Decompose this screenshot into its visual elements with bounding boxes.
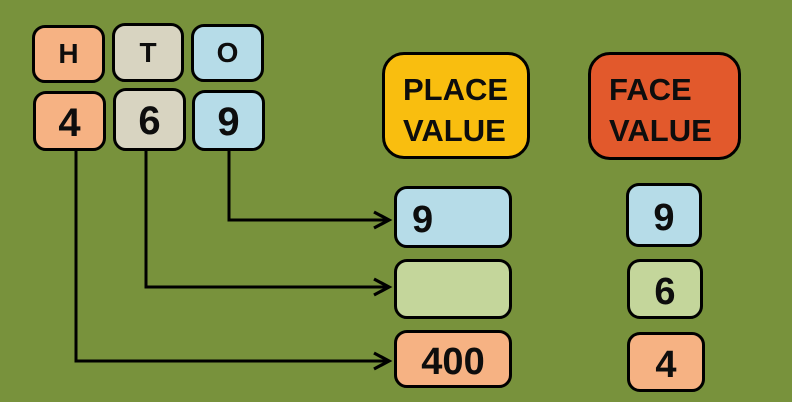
arrowhead-digit-4 <box>373 351 393 371</box>
arrow-from-digit-9 <box>227 150 386 222</box>
place-value-header-line2: VALUE <box>403 113 506 148</box>
digit-box-h-label: H <box>58 38 79 69</box>
place-value-box-400-value: 400 <box>421 340 485 383</box>
digit-box-9-label: 9 <box>217 100 240 144</box>
place-value-box-blank <box>394 259 512 319</box>
digit-box-o: O <box>191 24 264 82</box>
face-value-header: FACE VALUE <box>588 52 741 160</box>
digit-box-o-label: O <box>216 37 239 68</box>
face-value-box-9-value: 9 <box>653 196 675 239</box>
arrowhead-digit-9 <box>373 210 393 230</box>
arrow-from-digit-6 <box>144 150 386 289</box>
arrow-from-digit-4 <box>74 148 386 363</box>
face-value-header-line1: FACE <box>609 72 692 107</box>
place-value-box-400: 400 <box>394 330 512 388</box>
place-value-header-line1: PLACE <box>403 72 509 107</box>
place-value-header: PLACE VALUE <box>382 52 530 159</box>
digit-box-t-label: T <box>139 36 157 68</box>
face-value-box-6: 6 <box>627 259 703 319</box>
digit-box-4: 4 <box>33 91 106 151</box>
digit-box-6-label: 6 <box>138 99 161 143</box>
place-value-box-9: 9 <box>394 186 512 248</box>
face-value-box-9: 9 <box>626 183 702 247</box>
digit-box-9: 9 <box>192 90 265 151</box>
face-value-box-4: 4 <box>627 332 705 392</box>
face-value-header-line2: VALUE <box>609 113 712 148</box>
face-value-box-4-value: 4 <box>655 343 677 386</box>
digit-box-t: T <box>112 23 184 82</box>
place-value-box-9-value: 9 <box>412 198 434 241</box>
arrowhead-digit-6 <box>373 277 393 297</box>
face-value-box-6-value: 6 <box>654 270 676 313</box>
digit-box-4-label: 4 <box>58 100 81 145</box>
digit-box-h: H <box>32 25 105 83</box>
digit-box-6: 6 <box>113 88 186 151</box>
